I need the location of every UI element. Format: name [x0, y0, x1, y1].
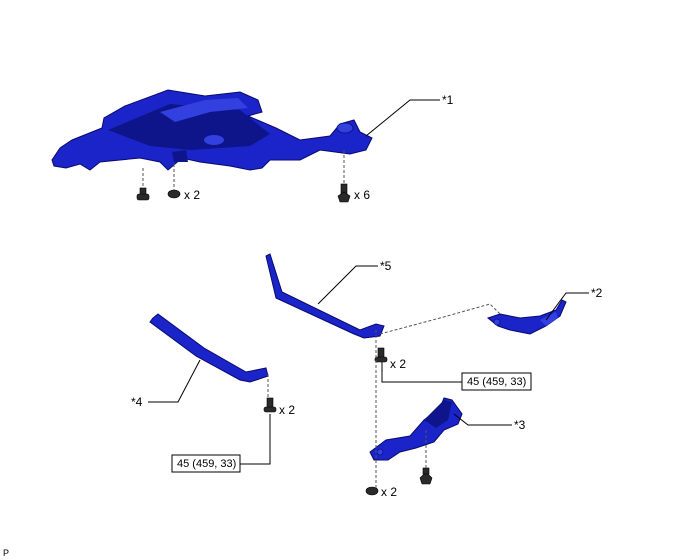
- callout-3: *3: [514, 418, 526, 432]
- qty-under-cover-clip: x 2: [184, 188, 200, 202]
- callout-2: *2: [591, 286, 603, 300]
- figure-code: P: [3, 548, 9, 558]
- callout-4: *4: [131, 395, 143, 409]
- torque-value-upper: 45 (459, 33): [467, 376, 526, 388]
- bracket-5-part: [265, 253, 385, 339]
- callout-1: *1: [442, 93, 454, 107]
- bolt-bracket-5: [374, 347, 388, 363]
- bracket-2-part: [486, 299, 567, 335]
- torque-box-upper: 45 (459, 33): [461, 372, 532, 391]
- engine-under-cover-part: [51, 89, 373, 171]
- clip-bracket-3: [419, 467, 433, 485]
- nut-under-cover: [167, 189, 181, 199]
- qty-under-cover-bolt: x 6: [354, 188, 370, 202]
- leader-lines: [148, 99, 589, 465]
- qty-bracket-5-bolt: x 2: [390, 357, 406, 371]
- torque-box-lower: 45 (459, 33): [171, 454, 241, 473]
- nut-bracket-3: [365, 486, 379, 496]
- bracket-4-part: [149, 313, 269, 383]
- alignment-lines: [142, 150, 501, 490]
- bracket-3-part: [369, 397, 463, 461]
- bolt-under-cover: [337, 183, 351, 203]
- bolt-bracket-4: [263, 397, 277, 413]
- callout-5: *5: [380, 259, 392, 273]
- qty-bracket-3-nut: x 2: [381, 485, 397, 499]
- clip-under-cover: [136, 187, 150, 201]
- qty-bracket-4-bolt: x 2: [279, 403, 295, 417]
- torque-value-lower: 45 (459, 33): [177, 458, 236, 470]
